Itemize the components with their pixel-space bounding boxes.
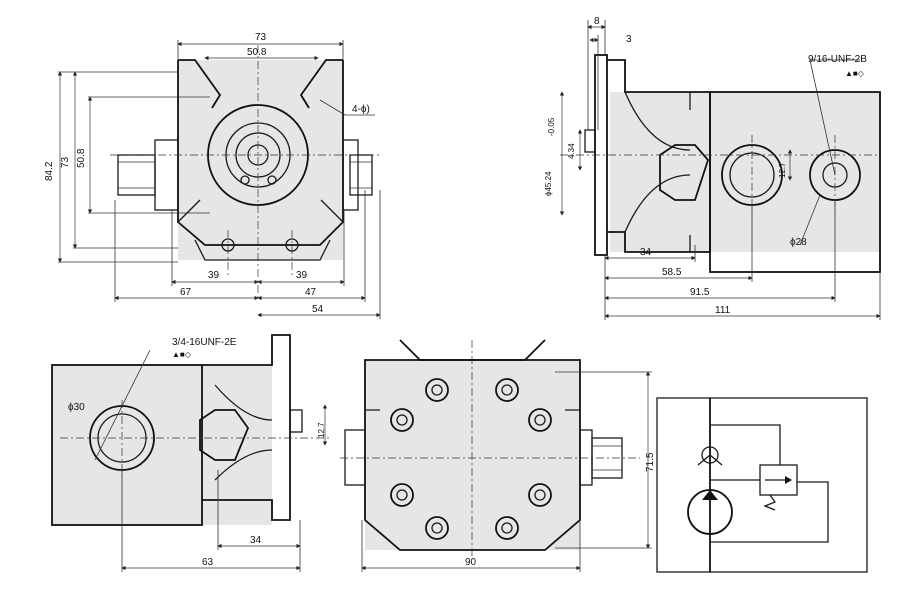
holes-note: 4-ϕ) — [352, 104, 370, 115]
thread-sub-2: ▲■◇ — [172, 350, 192, 359]
dim-shaft-dia: ϕ45.24 — [544, 171, 553, 196]
dim-port-d: 12.7 — [778, 162, 787, 178]
dim-port-d-2: 12.7 — [317, 422, 326, 438]
bottom-left-view: 3/4-16UNF-2E ▲■◇ ϕ30 12.7 34 63 — [51, 334, 330, 572]
dim-34-2: 34 — [250, 535, 262, 546]
dim-width-90: 90 — [465, 557, 477, 568]
dim-key: 4.34 — [567, 143, 576, 159]
thread-label-2: 3/4-16UNF-2E — [172, 337, 237, 348]
dim-58-5: 58.5 — [662, 267, 682, 278]
dim-port-dia: ϕ28 — [790, 237, 807, 248]
hydraulic-symbol — [656, 397, 868, 573]
dim-flange-thk: 8 — [594, 16, 600, 27]
dim-34: 34 — [640, 247, 652, 258]
dim-left-total: 67 — [180, 287, 192, 298]
dim-height-outer: 84.2 — [44, 161, 55, 181]
dim-shaft-tol: -0.05 — [547, 117, 556, 136]
bolt-holes — [390, 378, 552, 540]
rear-view: 90 71.5 — [340, 339, 656, 572]
dim-right-half: 39 — [296, 270, 308, 281]
dim-63: 63 — [202, 557, 214, 568]
dim-height-71-5: 71.5 — [645, 452, 656, 472]
dim-right-port: 54 — [312, 304, 324, 315]
dim-left-half: 39 — [208, 270, 220, 281]
dim-top-width: 73 — [255, 32, 267, 43]
dim-height-mid: 73 — [60, 156, 71, 168]
dim-height-inner: 50.8 — [76, 148, 87, 168]
check-valve-icon — [701, 446, 719, 464]
front-view: 73 50.8 84.2 73 50.8 39 39 67 47 54 4-ϕ) — [44, 32, 381, 319]
dim-91-5: 91.5 — [690, 287, 710, 298]
dim-port-dia-2: ϕ30 — [68, 402, 85, 413]
thread-sub: ▲■◇ — [845, 69, 865, 78]
side-view: 8 3 ϕ45.24 -0.05 4.34 12.7 ϕ28 34 58.5 9… — [544, 16, 881, 320]
dim-111: 111 — [715, 305, 731, 316]
thread-label: 9/16-UNF-2B — [808, 54, 867, 65]
dim-inner-width: 50.8 — [247, 47, 267, 58]
dim-shaft-step: 3 — [626, 34, 632, 45]
dim-right-total: 47 — [305, 287, 317, 298]
